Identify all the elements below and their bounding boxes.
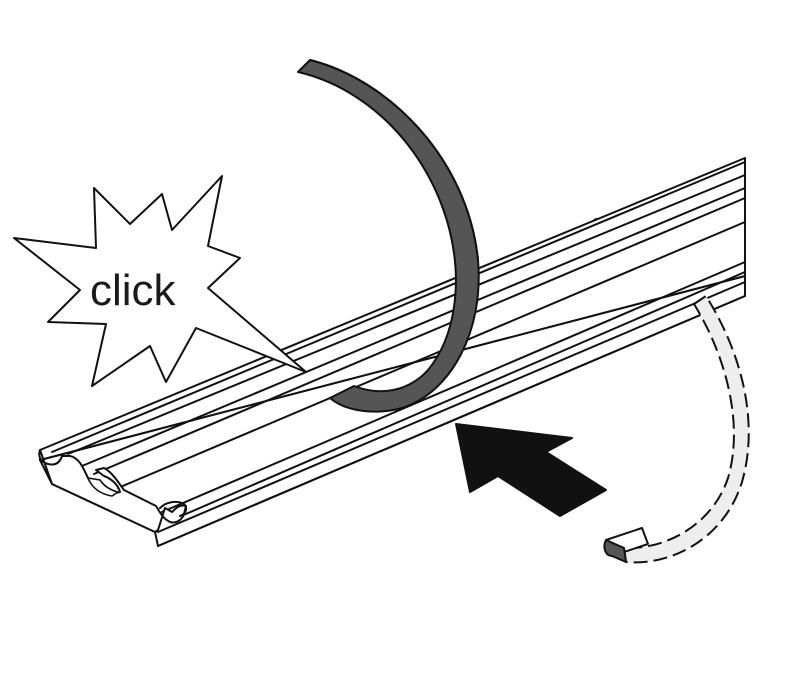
starburst-icon [13, 175, 307, 387]
rail-channel-left [86, 476, 120, 497]
rail-edges [51, 161, 746, 547]
insert-arrow [455, 423, 607, 517]
light-band-end [603, 539, 627, 563]
dark-band-inner-edge [309, 59, 479, 261]
rail-lip-right [159, 500, 188, 517]
click-label: click [90, 266, 177, 315]
